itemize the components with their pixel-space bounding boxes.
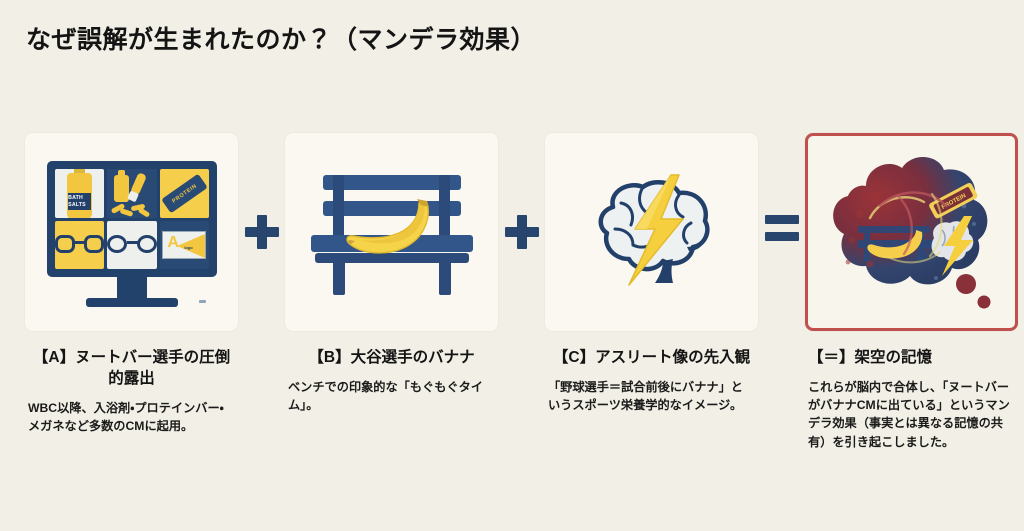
plus-icon-2 (504, 215, 539, 249)
panel-c-caption: 【C】アスリート像の先入観 「野球選手＝試合前後にバナナ」というスポーツ栄養学的… (545, 331, 758, 414)
operator-plus-1 (238, 133, 285, 249)
splash-icon (110, 199, 151, 218)
bath-salts-text: BATH SALTS (68, 195, 86, 208)
tv-screen: BATH SALTS (47, 161, 217, 277)
lightning-bolt (628, 174, 684, 286)
panel-b-heading: 【B】大谷選手のバナナ (308, 349, 475, 366)
panel-b: 【B】大谷選手のバナナ ベンチでの印象的な「もぐもぐタイム」。 (285, 133, 498, 414)
panel-c-heading: 【C】アスリート像の先入観 (552, 349, 751, 366)
tv-monitor-icon: BATH SALTS (47, 161, 217, 307)
panel-a-heading: 【A】ヌートバー選手の圧倒的露出 (32, 349, 231, 387)
panel-c-image (545, 133, 758, 331)
tile-spray (107, 169, 157, 218)
brand-logo-letter: A (167, 233, 179, 251)
tile-bath-salts: BATH SALTS (55, 169, 105, 218)
brand-logo-sub: logo (184, 244, 193, 250)
panel-a-body: WBC以降、入浴剤・プロテインバー・メガネなど多数のCMに起用。 (28, 400, 224, 433)
tile-brand-logo: A logo (159, 220, 209, 269)
page-title: なぜ誤解が生まれたのか？（マンデラ効果） (26, 26, 537, 54)
tile-protein-bar: PROTEIN (159, 169, 209, 218)
panel-result-heading: 【＝】架空の記憶 (808, 349, 933, 366)
panel-b-caption: 【B】大谷選手のバナナ ベンチでの印象的な「もぐもぐタイム」。 (285, 331, 498, 414)
brain-lightning-icon (575, 173, 727, 291)
plus-icon (244, 215, 279, 249)
panel-c-body: 「野球選手＝試合前後にバナナ」というスポーツ栄養学的なイメージ。 (548, 379, 743, 413)
park-bench-icon (311, 175, 473, 295)
panel-b-image (285, 133, 498, 331)
panel-a-image: BATH SALTS (25, 133, 238, 331)
panel-result-caption: 【＝】架空の記憶 これらが脳内で合体し、「ヌートバーがバナナCMに出ている」とい… (805, 331, 1018, 451)
operator-equals (758, 133, 805, 241)
cloud-swirls (868, 191, 948, 264)
operator-plus-2 (498, 133, 545, 249)
tv-base (86, 298, 178, 307)
panel-b-body: ベンチでの印象的な「もぐもぐタイム」。 (288, 379, 483, 413)
equation-row: BATH SALTS (0, 133, 1024, 528)
brand-logo-icon: A logo (162, 230, 207, 259)
panel-result: PROTEIN (805, 133, 1018, 451)
panel-a-caption: 【A】ヌートバー選手の圧倒的露出 WBC以降、入浴剤・プロテインバー・メガネなど… (25, 331, 238, 435)
bath-salts-label: BATH SALTS (68, 193, 92, 211)
panel-a: BATH SALTS (25, 133, 238, 435)
panel-result-body: これらが脳内で合体し、「ヌートバーがバナナCMに出ている」というマンデラ効果（事… (808, 379, 1010, 449)
tv-led-indicator (199, 300, 206, 303)
equals-icon (764, 215, 799, 241)
eyeglasses-icon (55, 234, 105, 255)
tile-glasses-yellow (55, 220, 105, 269)
banana-icon (341, 197, 437, 259)
panel-result-image: PROTEIN (805, 133, 1018, 331)
tv-stand (117, 277, 147, 298)
round-eyeglasses-icon (107, 234, 157, 255)
cloud-banana (867, 230, 923, 259)
protein-bar-text: PROTEIN (170, 182, 198, 204)
bath-salts-bottle-icon: BATH SALTS (67, 169, 93, 218)
cloud-trail-bubbles (956, 274, 991, 309)
panel-c: 【C】アスリート像の先入観 「野球選手＝試合前後にバナナ」というスポーツ栄養学的… (545, 133, 758, 414)
spray-bottle-icon (107, 169, 156, 218)
protein-bar-icon: PROTEIN (161, 173, 208, 214)
tile-glasses-round (107, 220, 157, 269)
thought-cloud-icon: PROTEIN (814, 144, 1008, 324)
